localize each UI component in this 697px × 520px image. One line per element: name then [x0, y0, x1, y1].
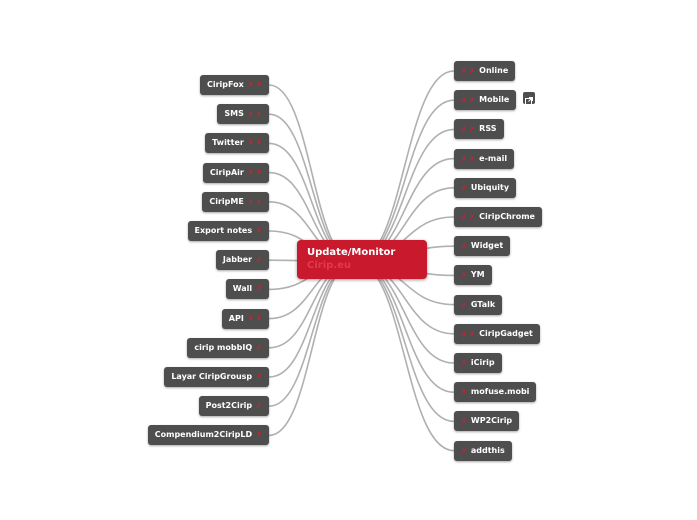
node-label: YM: [470, 270, 485, 280]
status-marker: ✗: [461, 359, 467, 367]
status-marker: ✗: [256, 373, 262, 381]
status-marker: ✗: [256, 227, 262, 235]
external-link-icon[interactable]: [523, 92, 535, 105]
link-layar-ciripgrousp: [268, 261, 356, 378]
status-marker: ✗: [461, 183, 467, 192]
status-marker: ✗ ✗: [461, 154, 476, 163]
node-label: Jabber: [222, 255, 253, 265]
link-mobile: [354, 99, 455, 263]
status-marker: ✗: [256, 285, 262, 294]
status-marker: ✗: [461, 300, 467, 309]
node-label: API: [228, 313, 244, 323]
node-label: CiripME: [209, 196, 244, 206]
node-ciripair[interactable]: CiripAir✗ ✗: [202, 162, 269, 183]
node-ciripme[interactable]: CiripME✗ ✗: [202, 191, 269, 212]
node-cirip-mobbiq[interactable]: cirip mobbIQ✗: [187, 337, 269, 358]
node-api[interactable]: API✗ ✗: [221, 308, 269, 329]
status-marker: ✗: [256, 402, 262, 411]
node-ciripgadget[interactable]: ✗ ✗CiripGadget: [454, 323, 540, 344]
node-addthis[interactable]: ✗addthis: [454, 440, 512, 461]
node-export-notes[interactable]: Export notes✗: [187, 221, 269, 241]
node-mofuse-mobi[interactable]: ✗mofuse.mobi: [454, 382, 537, 403]
link-addthis: [354, 261, 455, 452]
node-label: e-mail: [479, 153, 508, 163]
node-sms[interactable]: SMS✗ ✗: [217, 104, 269, 125]
node-label: Export notes: [194, 226, 253, 235]
node-mobile[interactable]: ✗ ✗Mobile: [454, 90, 517, 111]
status-marker: ✗: [256, 256, 262, 265]
link-online: [354, 70, 455, 263]
node-label: CiripFox: [207, 80, 244, 89]
node-label: CiripChrome: [479, 212, 535, 221]
node-ciripchrome[interactable]: ✗ ✗CiripChrome: [454, 207, 542, 227]
node-label: SMS: [224, 109, 244, 119]
node-icirip[interactable]: ✗iCirip: [454, 353, 502, 373]
node-label: Layar CiripGrousp: [171, 372, 253, 381]
status-marker: ✗: [461, 242, 467, 251]
status-marker: ✗ ✗: [461, 96, 476, 105]
node-label: GTalk: [470, 299, 496, 309]
node-label: mofuse.mobi: [470, 387, 530, 397]
status-marker: ✗ ✗: [247, 139, 262, 148]
central-topic-title: Update/Monitor: [307, 247, 396, 258]
node-compendium2ciripld[interactable]: Compendium2CiripLD✗: [147, 425, 269, 446]
node-label: WP2Cirip: [470, 416, 513, 426]
status-marker: ✗: [256, 431, 262, 440]
central-topic[interactable]: Update/Monitor Cirip.eu: [297, 240, 427, 279]
node-label: RSS: [479, 124, 497, 134]
status-marker: ✗ ✗: [461, 67, 476, 75]
node-wall[interactable]: Wall✗: [225, 279, 269, 300]
node-ubiquity[interactable]: ✗Ubiquity: [454, 177, 517, 198]
node-wp2cirip[interactable]: ✗WP2Cirip: [454, 411, 520, 432]
node-ym[interactable]: ✗YM: [454, 265, 492, 286]
status-marker: ✗ ✗: [461, 213, 476, 221]
status-marker: ✗ ✗: [247, 81, 262, 89]
link-post2cirip: [268, 261, 356, 407]
node-e-mail[interactable]: ✗ ✗e-mail: [454, 148, 515, 169]
node-ciripfox[interactable]: CiripFox✗ ✗: [200, 75, 269, 95]
status-marker: ✗ ✗: [461, 329, 476, 338]
status-marker: ✗ ✗: [247, 197, 262, 206]
node-label: Wall: [232, 284, 253, 294]
status-marker: ✗ ✗: [247, 168, 262, 177]
node-gtalk[interactable]: ✗GTalk: [454, 294, 503, 315]
status-marker: ✗ ✗: [461, 125, 476, 134]
node-label: Post2Cirip: [205, 401, 253, 411]
node-twitter[interactable]: Twitter✗ ✗: [205, 133, 269, 154]
status-marker: ✗: [461, 388, 467, 397]
node-jabber[interactable]: Jabber✗: [215, 250, 269, 271]
node-label: Widget: [470, 241, 504, 251]
status-marker: ✗ ✗: [247, 110, 262, 119]
node-online[interactable]: ✗ ✗Online: [454, 61, 516, 81]
central-topic-subtitle: Cirip.eu: [307, 260, 351, 271]
node-label: Online: [479, 66, 509, 75]
status-marker: ✗: [461, 271, 467, 280]
link-ciripfox: [268, 84, 356, 263]
link-wp2cirip: [354, 261, 455, 423]
node-label: cirip mobbIQ: [194, 342, 253, 352]
status-marker: ✗ ✗: [247, 314, 262, 323]
node-label: iCirip: [470, 358, 495, 367]
link-mofuse-mobi: [354, 261, 455, 393]
node-post2cirip[interactable]: Post2Cirip✗: [198, 396, 269, 417]
node-label: addthis: [470, 445, 505, 455]
node-label: Compendium2CiripLD: [154, 430, 253, 440]
status-marker: ✗: [461, 446, 467, 455]
node-rss[interactable]: ✗ ✗RSS: [454, 119, 504, 140]
node-layar-ciripgrousp[interactable]: Layar CiripGrousp✗: [164, 367, 269, 387]
node-label: CiripAir: [209, 167, 244, 177]
node-widget[interactable]: ✗Widget: [454, 236, 511, 257]
node-label: Ubiquity: [470, 182, 510, 192]
status-marker: ✗: [256, 343, 262, 352]
node-label: Mobile: [479, 95, 510, 105]
node-label: Twitter: [212, 138, 244, 148]
node-label: CiripGadget: [479, 328, 533, 338]
status-marker: ✗: [461, 417, 467, 426]
